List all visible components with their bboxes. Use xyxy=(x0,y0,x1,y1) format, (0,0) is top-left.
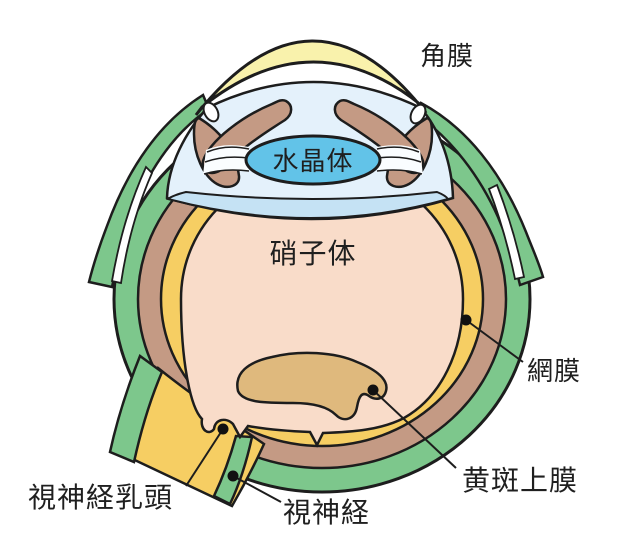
lens xyxy=(244,134,382,186)
dot-optic-disc xyxy=(217,423,229,435)
nerve-sheath-left xyxy=(108,354,164,464)
flap-slit-right xyxy=(487,183,526,281)
flap-slit-left xyxy=(110,165,154,285)
dot-epiretinal-membrane xyxy=(367,384,379,396)
epiretinal-membrane-blob xyxy=(236,351,388,421)
label-lens: 水晶体 xyxy=(272,146,353,176)
label-vitreous: 硝子体 xyxy=(269,238,356,269)
leader-line-epiretinal-membrane xyxy=(372,389,457,469)
hyaloid-crescent xyxy=(165,190,450,219)
limbus-oval-left xyxy=(202,101,220,123)
limbus-oval-right xyxy=(409,103,427,125)
label-cornea: 角膜 xyxy=(420,41,474,71)
sclera-flap-left xyxy=(87,93,211,289)
leader-line-optic-disc xyxy=(185,428,224,487)
dot-optic-nerve xyxy=(227,470,239,482)
label-epiretinal-membrane: 黄斑上膜 xyxy=(462,465,578,496)
label-optic-disc: 視神経乳頭 xyxy=(28,482,173,513)
nerve-sheath-right xyxy=(212,434,254,506)
leader-line-retina xyxy=(465,319,524,363)
leader-line-optic-nerve xyxy=(232,475,282,503)
zonule-band-left xyxy=(203,145,249,175)
label-retina: 網膜 xyxy=(527,356,581,386)
label-optic-nerve: 視神経 xyxy=(283,497,370,528)
zonule-band-right xyxy=(377,145,423,175)
dot-retina xyxy=(460,314,472,326)
